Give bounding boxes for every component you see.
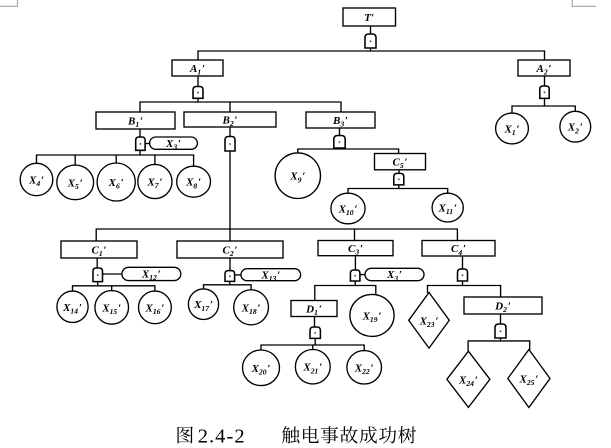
svg-text:C3′: C3′ [348, 243, 363, 257]
svg-text:D2′: D2′ [494, 300, 511, 314]
svg-text:B1′: B1′ [127, 115, 143, 129]
svg-text:X3′: X3′ [386, 269, 402, 283]
svg-text:X1′: X1′ [503, 124, 519, 138]
svg-text:X3′: X3′ [165, 138, 181, 152]
svg-text:X8′: X8′ [185, 177, 201, 191]
svg-text:X4′: X4′ [28, 175, 44, 189]
svg-text:X9′: X9′ [289, 171, 305, 185]
svg-text:C2′: C2′ [222, 244, 237, 258]
svg-text:2.4-2: 2.4-2 [198, 425, 245, 447]
svg-text:C1′: C1′ [91, 244, 106, 258]
svg-text:D1′: D1′ [305, 303, 322, 317]
svg-text:X7′: X7′ [146, 177, 162, 191]
svg-text:T′: T′ [364, 12, 374, 24]
svg-text:B2′: B2′ [221, 114, 237, 128]
svg-text:X5′: X5′ [67, 177, 83, 191]
svg-text:C5′: C5′ [392, 157, 407, 171]
svg-text:X2′: X2′ [567, 122, 583, 136]
svg-text:C4′: C4′ [451, 243, 466, 257]
svg-text:A1′: A1′ [189, 63, 205, 77]
svg-text:B3′: B3′ [332, 115, 348, 129]
svg-text:X6′: X6′ [108, 177, 124, 191]
svg-text:A2′: A2′ [535, 63, 551, 77]
